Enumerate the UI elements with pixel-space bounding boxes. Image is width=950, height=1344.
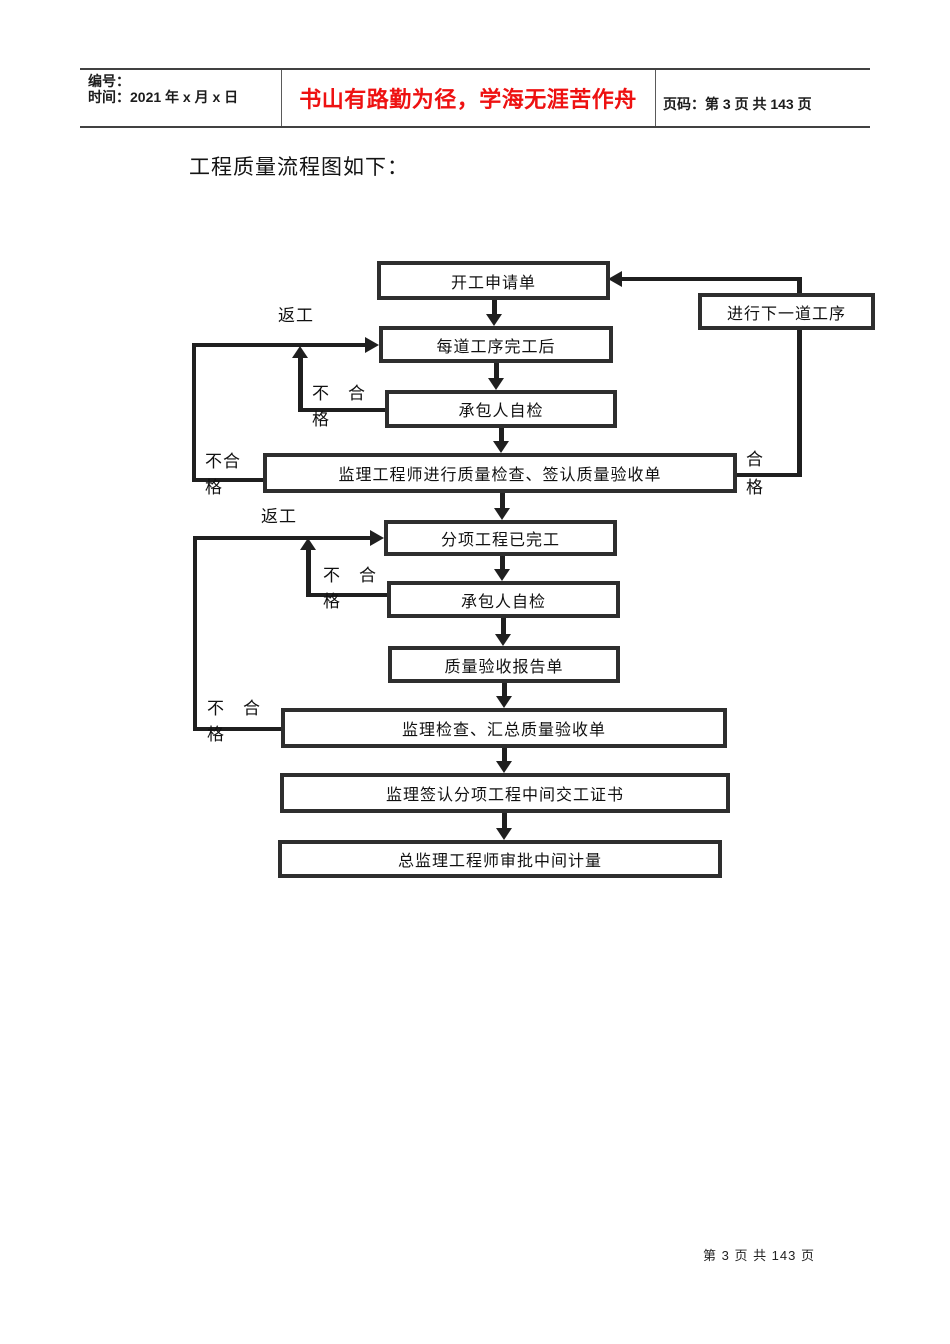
connector-rework2 <box>193 536 371 540</box>
connector-pass-horizontal <box>737 473 802 477</box>
header-divider-2 <box>655 70 656 126</box>
label-rework-2: 返工 <box>261 507 297 526</box>
connector-pass-top <box>622 277 800 281</box>
connector-fail2-vertical <box>193 536 197 731</box>
arrow-down-icon <box>496 761 512 773</box>
header-table: 编号： 时间：2021 年 x 月 x 日 书山有路勤为径，学海无涯苦作舟 页码… <box>80 68 870 128</box>
flow-box-acceptance-report: 质量验收报告单 <box>388 646 620 683</box>
connector-rework1 <box>192 343 366 347</box>
arrow-right-icon <box>370 530 384 546</box>
flow-arrow-5 <box>500 556 505 570</box>
connector-selfcheck1-fail-vertical <box>298 357 303 412</box>
flow-arrow-4 <box>500 493 505 509</box>
flow-box-next-process: 进行下一道工序 <box>698 293 875 330</box>
flow-box-supervisor-inspection: 监理工程师进行质量检查、签认质量验收单 <box>263 453 737 493</box>
arrow-up-icon <box>292 346 308 358</box>
label-fail-outer-2: 不 合 格 <box>207 699 261 744</box>
label-fail-inner-1: 不 合 格 <box>312 384 366 429</box>
flow-arrow-9 <box>502 813 507 829</box>
connector-selfcheck1-fail <box>300 408 385 412</box>
flow-box-interim-certificate: 监理签认分项工程中间交工证书 <box>280 773 730 813</box>
footer-page-number: 第 3 页 共 143 页 <box>703 1248 815 1263</box>
page-title: 工程质量流程图如下： <box>189 155 409 179</box>
flow-box-contractor-selfcheck-2: 承包人自检 <box>387 581 620 618</box>
connector-fail2-horizontal <box>193 727 281 731</box>
header-number-time: 编号： 时间：2021 年 x 月 x 日 <box>88 73 239 105</box>
header-divider-1 <box>281 70 282 126</box>
arrow-down-icon <box>494 569 510 581</box>
connector-fail1-horizontal <box>192 478 263 482</box>
arrow-down-icon <box>496 828 512 840</box>
arrow-down-icon <box>488 378 504 390</box>
connector-pass-vertical <box>797 277 802 477</box>
flow-box-start-application: 开工申请单 <box>377 261 610 300</box>
arrow-down-icon <box>496 696 512 708</box>
arrow-down-icon <box>495 634 511 646</box>
flow-arrow-6 <box>501 618 506 635</box>
connector-selfcheck2-fail <box>308 593 387 597</box>
flow-arrow-2 <box>494 363 499 379</box>
header-motto: 书山有路勤为径，学海无涯苦作舟 <box>299 87 637 112</box>
flow-arrow-1 <box>492 300 497 315</box>
connector-fail1-vertical <box>192 343 196 482</box>
label-fail-outer-1: 不合 格 <box>205 452 241 497</box>
label-pass: 合 格 <box>746 450 764 497</box>
flow-box-contractor-selfcheck-1: 承包人自检 <box>385 390 617 428</box>
arrow-up-icon <box>300 538 316 550</box>
label-rework-1: 返工 <box>278 306 314 325</box>
header-page-info: 页码：第 3 页 共 143 页 <box>663 96 812 112</box>
flow-arrow-7 <box>502 683 507 697</box>
flow-box-interim-measurement: 总监理工程师审批中间计量 <box>278 840 722 878</box>
label-fail-inner-2: 不 合 格 <box>323 566 377 611</box>
connector-selfcheck2-fail-vertical <box>306 549 311 597</box>
flow-box-process-complete: 每道工序完工后 <box>379 326 613 363</box>
arrow-right-icon <box>365 337 379 353</box>
arrow-down-icon <box>493 441 509 453</box>
flow-arrow-3 <box>499 428 504 442</box>
flow-box-supervisor-summary: 监理检查、汇总质量验收单 <box>281 708 727 748</box>
arrow-down-icon <box>494 508 510 520</box>
arrow-down-icon <box>486 314 502 326</box>
arrow-left-icon <box>608 271 622 287</box>
flow-box-subproject-complete: 分项工程已完工 <box>384 520 617 556</box>
flow-arrow-8 <box>502 748 507 762</box>
